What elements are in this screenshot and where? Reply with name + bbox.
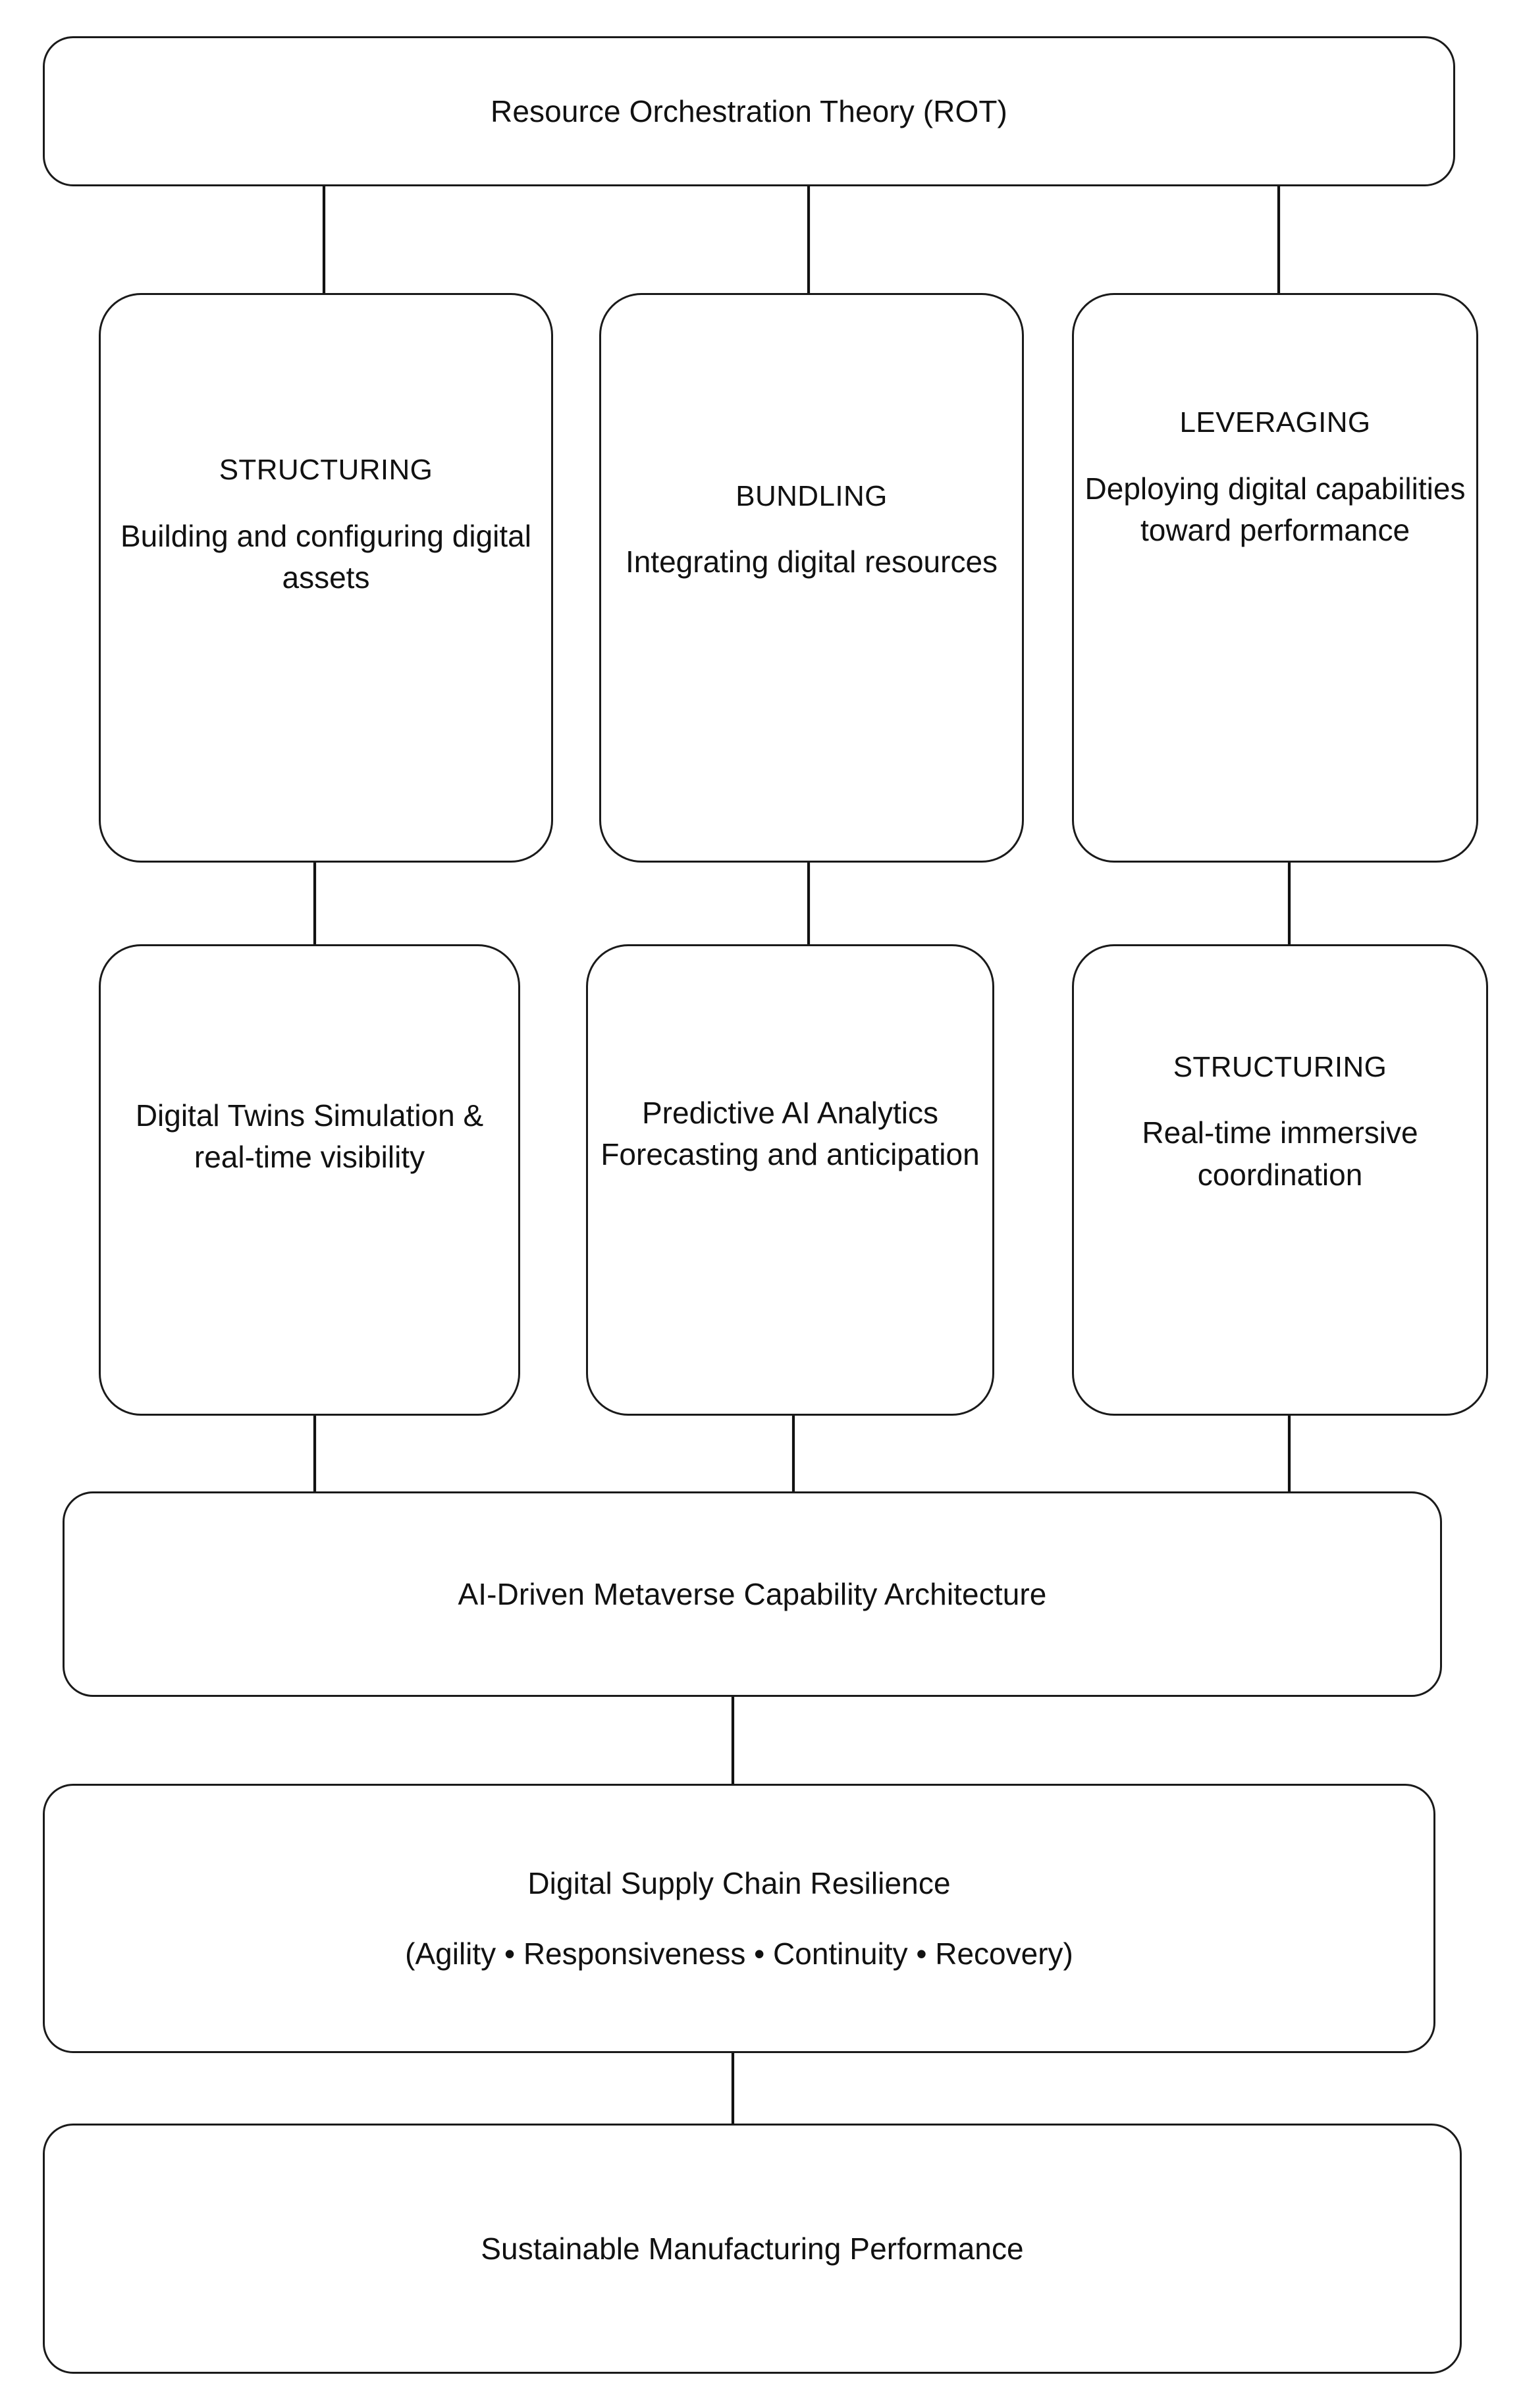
node-ai-driven-metaverse-capability-architecture[interactable]: AI-Driven Metaverse Capability Architect…: [63, 1491, 1442, 1697]
node-body: Deploying digital capabilities toward pe…: [1084, 471, 1466, 548]
node-bundling[interactable]: BUNDLING Integrating digital resources: [599, 293, 1024, 863]
node-heading: STRUCTURING: [219, 454, 433, 487]
node-immersive-coordination[interactable]: STRUCTURING Real-time immersive coordina…: [1072, 944, 1488, 1416]
node-predictive-ai[interactable]: Predictive AI Analytics Forecasting and …: [586, 944, 994, 1416]
node-label: AI-Driven Metaverse Capability Architect…: [458, 1576, 1047, 1611]
node-label: Resource Orchestration Theory (ROT): [491, 94, 1007, 128]
node-body: Integrating digital resources: [625, 545, 998, 579]
node-resource-orchestration-theory[interactable]: Resource Orchestration Theory (ROT): [43, 36, 1455, 186]
node-title: Digital Supply Chain Resilience: [527, 1866, 951, 1901]
node-structuring[interactable]: STRUCTURING Building and configuring dig…: [99, 293, 553, 863]
node-body: Building and configuring digital assets: [120, 518, 531, 595]
node-label: Sustainable Manufacturing Performance: [481, 2231, 1024, 2266]
node-body: Predictive AI Analytics Forecasting and …: [601, 1095, 980, 1171]
node-digital-supply-chain-resilience[interactable]: Digital Supply Chain Resilience (Agility…: [43, 1784, 1435, 2053]
node-heading: LEVERAGING: [1179, 406, 1371, 439]
node-body: Real-time immersive coordination: [1142, 1115, 1418, 1192]
node-sustainable-manufacturing-performance[interactable]: Sustainable Manufacturing Performance: [43, 2124, 1462, 2374]
node-heading: STRUCTURING: [1173, 1050, 1387, 1083]
node-heading: BUNDLING: [735, 480, 888, 513]
node-digital-twins[interactable]: Digital Twins Simulation & real-time vis…: [99, 944, 520, 1416]
node-leveraging[interactable]: LEVERAGING Deploying digital capabilitie…: [1072, 293, 1478, 863]
node-dimensions: (Agility • Responsiveness • Continuity •…: [405, 1936, 1073, 1971]
node-body: Digital Twins Simulation & real-time vis…: [135, 1098, 484, 1174]
